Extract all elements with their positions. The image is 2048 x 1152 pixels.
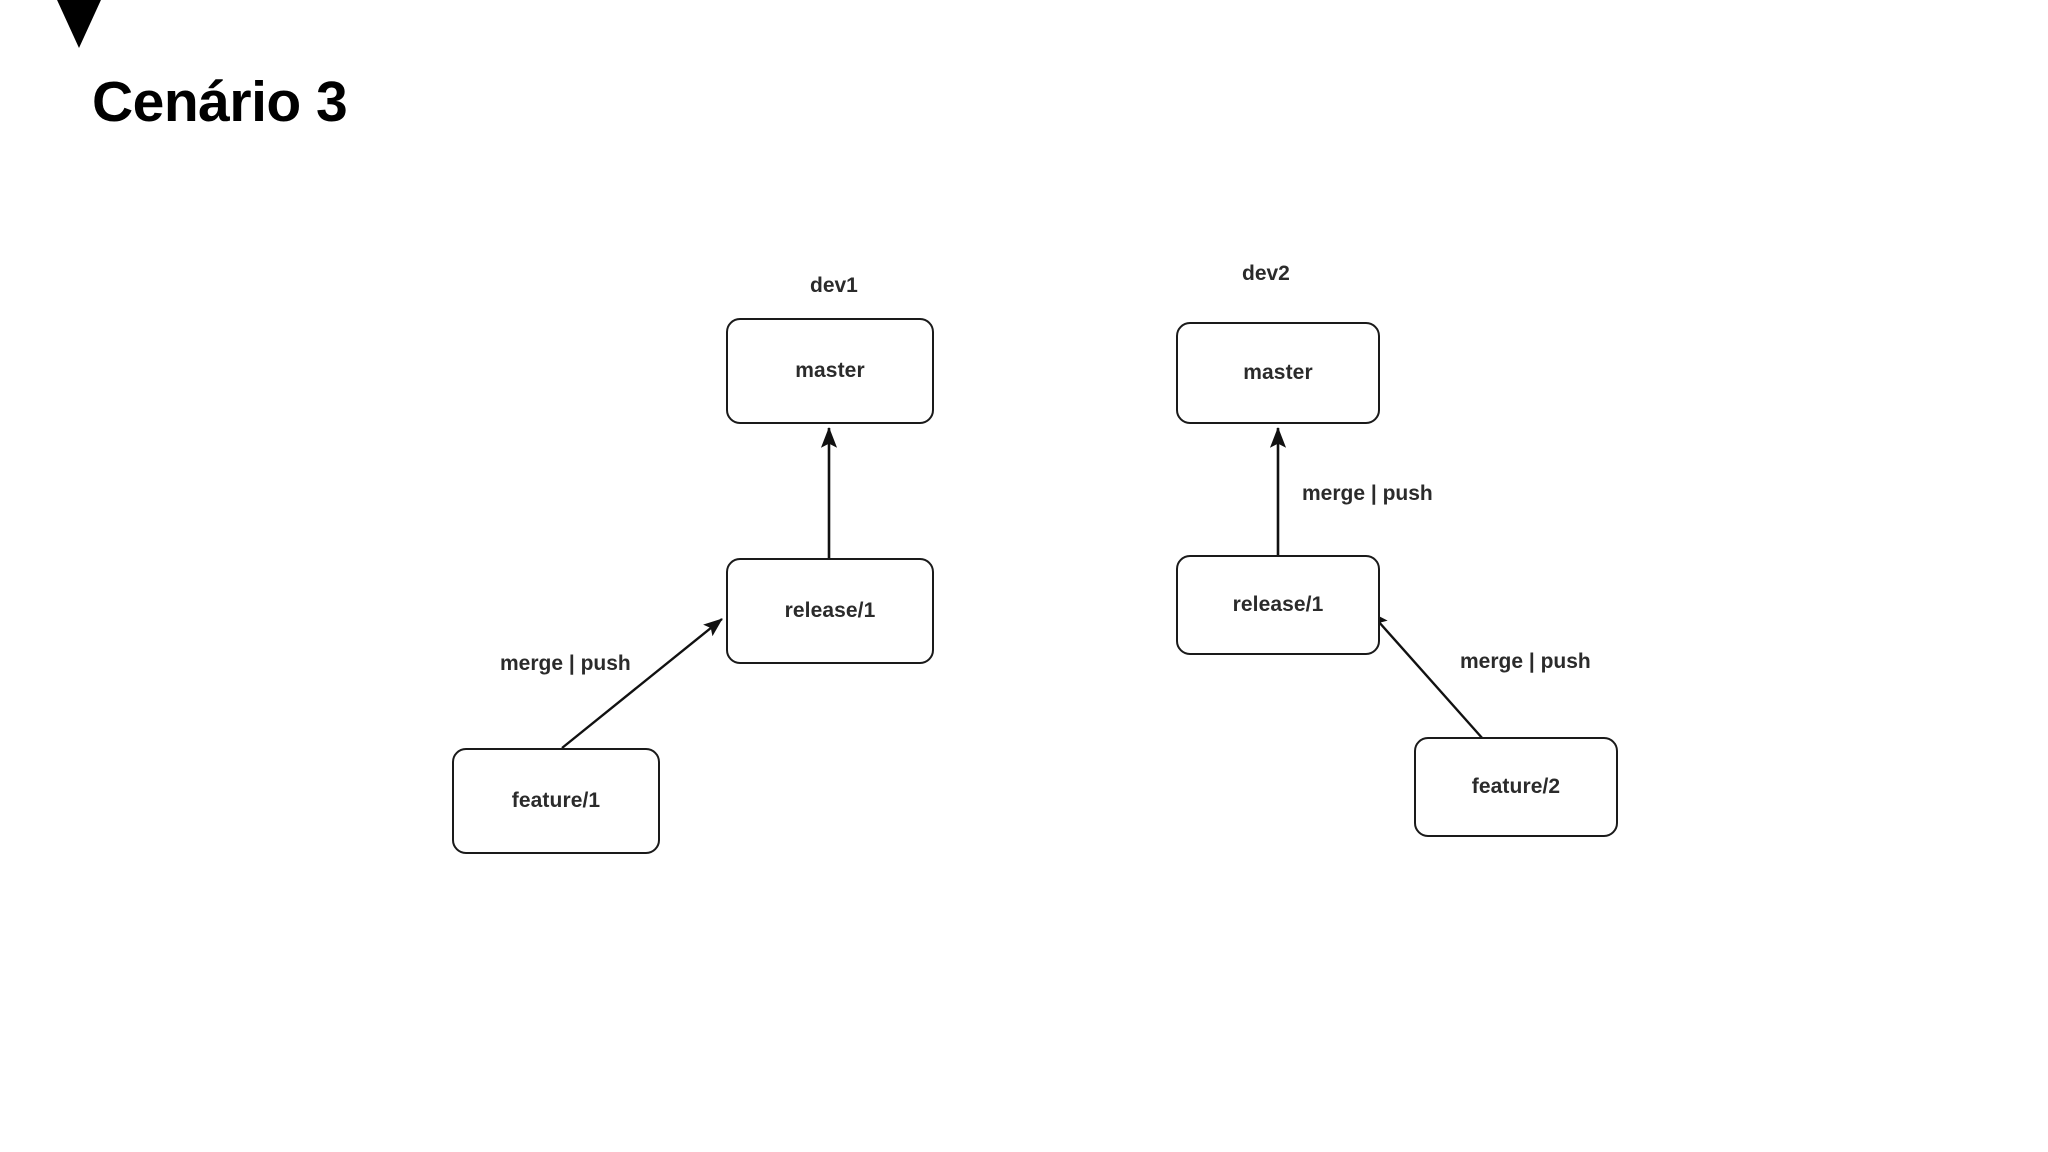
edge-dev1-feature-to-release <box>561 618 723 749</box>
group-caption-dev1: dev1 <box>810 274 858 297</box>
page-title: Cenário 3 <box>92 70 348 134</box>
node-label: master <box>1243 361 1313 384</box>
node-label: release/1 <box>784 599 876 622</box>
node-label: master <box>795 359 865 382</box>
triangle-down-icon <box>47 0 111 48</box>
edge-label-dev1-merge-push: merge | push <box>500 652 631 675</box>
edge-label-dev2-merge-push-top: merge | push <box>1302 482 1433 505</box>
edge-label-dev2-merge-push-bottom: merge | push <box>1460 650 1591 673</box>
node-dev1-feature1[interactable]: feature/1 <box>452 748 660 854</box>
node-dev1-release1[interactable]: release/1 <box>726 558 934 664</box>
node-dev2-feature2[interactable]: feature/2 <box>1414 737 1618 837</box>
slide-footer: DXC.technology DXC Proprietary and Confi… <box>0 1032 2048 1152</box>
node-dev2-master[interactable]: master <box>1176 322 1380 424</box>
edge-dev2-feature-to-release <box>1369 611 1484 740</box>
node-label: feature/1 <box>511 789 601 812</box>
node-dev2-release1[interactable]: release/1 <box>1176 555 1380 655</box>
node-dev1-master[interactable]: master <box>726 318 934 424</box>
group-caption-dev2: dev2 <box>1242 262 1290 285</box>
node-label: release/1 <box>1232 593 1324 616</box>
node-label: feature/2 <box>1471 775 1561 798</box>
